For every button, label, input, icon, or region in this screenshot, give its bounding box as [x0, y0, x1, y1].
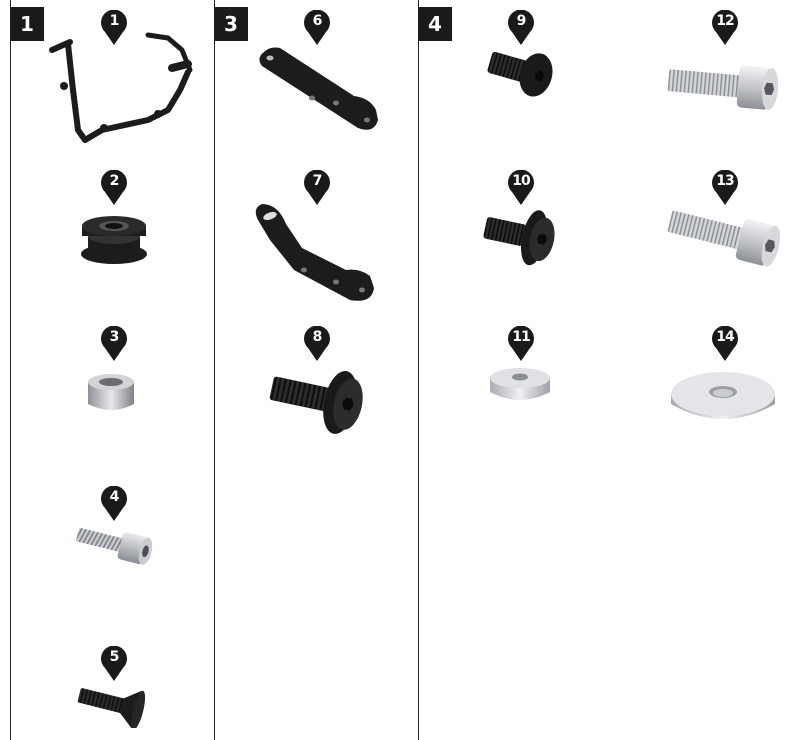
bracket-frame-icon: [49, 32, 193, 143]
mounting-plate-icon: [259, 47, 378, 130]
part-number-marker: 6: [303, 10, 331, 46]
part-number-marker: 7: [303, 170, 331, 206]
socket-cap-screw-icon: [76, 527, 153, 565]
part-number: 6: [312, 13, 323, 29]
part-number: 11: [512, 329, 530, 345]
part-number: 5: [109, 649, 120, 665]
part-number-marker: 8: [303, 326, 331, 362]
part-number: 7: [312, 173, 323, 189]
part-number: 4: [109, 489, 120, 505]
countersunk-screw-icon: [77, 688, 146, 728]
part-number-marker: 3: [100, 326, 128, 362]
spacer-nut-icon: [88, 374, 134, 410]
flat-washer-icon: [671, 372, 775, 419]
part-number: 9: [516, 13, 527, 29]
part-number: 14: [716, 329, 734, 345]
section-label: 4: [418, 7, 452, 41]
part-number: 13: [716, 173, 734, 189]
part-number-marker: 12: [711, 10, 739, 46]
part-number: 10: [512, 173, 530, 189]
part-number-marker: 11: [507, 326, 535, 362]
flanged-button-screw-icon: [483, 210, 555, 266]
part-number-marker: 9: [507, 10, 535, 46]
column-divider: [214, 0, 215, 740]
part-number-marker: 14: [711, 326, 739, 362]
part-number-marker: 1: [100, 10, 128, 46]
socket-cap-screw-icon: [667, 65, 779, 110]
section-label: 1: [10, 7, 44, 41]
part-number: 8: [312, 329, 323, 345]
column-divider: [10, 0, 11, 740]
part-number-marker: 10: [507, 170, 535, 206]
part-number: 3: [109, 329, 120, 345]
column-divider: [418, 0, 419, 740]
section-label: 3: [214, 7, 248, 41]
part-number: 2: [109, 173, 120, 189]
spacer-washer-icon: [490, 368, 550, 400]
part-number: 12: [716, 13, 734, 29]
part-number: 1: [109, 13, 120, 29]
part-number-marker: 4: [100, 486, 128, 522]
flanged-button-screw-icon: [269, 370, 363, 434]
part-number-marker: 2: [100, 170, 128, 206]
bent-plate-icon: [255, 204, 374, 301]
button-head-screw-icon: [487, 51, 553, 97]
rubber-grommet-icon: [81, 216, 147, 264]
socket-cap-screw-icon: [667, 210, 781, 267]
part-number-marker: 13: [711, 170, 739, 206]
part-number-marker: 5: [100, 646, 128, 682]
